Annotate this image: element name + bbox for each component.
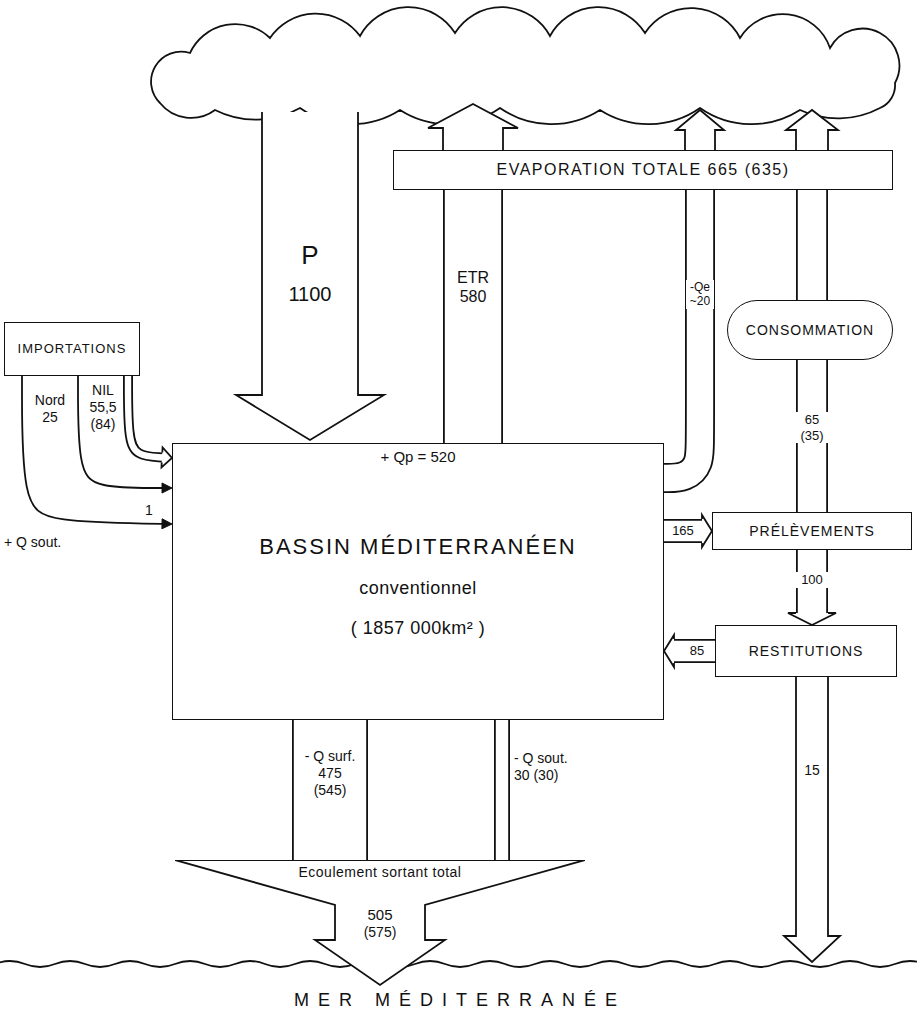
flow-arrow xyxy=(473,190,474,443)
arrow-wall xyxy=(664,519,703,543)
flow-arrow xyxy=(664,190,700,478)
flux-value: 1100 xyxy=(275,282,345,306)
arrow-wall xyxy=(128,376,163,458)
flow-value: NIL 55,5 (84) xyxy=(84,382,122,432)
box-label: CONSOMMATION xyxy=(746,322,874,339)
arrow-wall xyxy=(664,190,700,478)
arrow-wall xyxy=(673,639,715,663)
funnel-outline xyxy=(175,860,585,985)
flux-value: 15 xyxy=(797,762,827,779)
arrow-head xyxy=(162,519,172,529)
cloud-group xyxy=(151,7,899,124)
arrow-channel xyxy=(128,376,163,458)
flow-arrow xyxy=(502,720,503,860)
box-label: conventionnel xyxy=(359,578,477,600)
arrow-wall xyxy=(796,190,828,300)
arrow-channel xyxy=(664,190,700,478)
box-label: IMPORTATIONS xyxy=(18,341,127,357)
flow-arrow xyxy=(128,376,172,467)
returns-box: RESTITUTIONS xyxy=(715,625,897,677)
flow-value: ETR 580 xyxy=(448,268,498,306)
flow-value: 100 xyxy=(796,572,828,588)
box-label: RESTITUTIONS xyxy=(749,643,864,660)
evaporation-arrow xyxy=(676,110,724,150)
flow-value: 165 xyxy=(665,523,701,539)
arrow-head xyxy=(788,613,836,625)
discharge-arrow xyxy=(784,677,840,962)
flow-value: - Q sout. 30 (30) xyxy=(514,750,574,784)
consumption-box: CONSOMMATION xyxy=(727,300,893,360)
flow-arrow xyxy=(788,550,836,625)
precipitation-arrow xyxy=(236,112,384,440)
arrow-wall xyxy=(292,720,368,860)
outflow-funnel: Ecoulement sortant total 505(575) xyxy=(175,860,585,990)
arrow-wall xyxy=(796,550,828,614)
box-label: EVAPORATION TOTALE 665 (635) xyxy=(496,160,789,179)
arrow-channel xyxy=(445,190,501,443)
arrow-head xyxy=(162,448,173,468)
imports-box: IMPORTATIONS xyxy=(4,322,140,376)
arrow-channel xyxy=(664,521,703,541)
flow-value: - Q surf. 475 (545) xyxy=(302,748,358,798)
flow-arrow xyxy=(664,635,715,667)
box-label: Ecoulement sortant total xyxy=(175,864,585,881)
cloud xyxy=(151,7,899,124)
flux-label: + Q sout. xyxy=(4,534,114,551)
flow-value: 65 (35) xyxy=(796,412,828,443)
basin-box: + Qp = 520BASSIN MÉDITERRANÉEN convention… xyxy=(172,443,664,720)
arrow-wall xyxy=(796,360,828,512)
arrow-channel xyxy=(496,720,508,860)
sea-name: MER MÉDITERRANÉE xyxy=(60,990,860,1012)
box-label: BASSIN MÉDITERRANÉEN xyxy=(259,534,577,560)
evaporation-arrow xyxy=(786,110,838,150)
box-label: PRÉLÈVEMENTS xyxy=(749,523,875,540)
flux-symbol: P xyxy=(285,240,335,271)
sea-surface xyxy=(0,961,917,967)
flow-value: Nord 25 xyxy=(28,392,72,426)
evaporation-arrow xyxy=(428,104,518,150)
box-label: + Qp = 520 xyxy=(173,448,663,466)
arrow-head xyxy=(702,515,712,547)
box-label: 505 xyxy=(175,906,585,924)
arrow-line xyxy=(22,376,162,524)
flow-arrow xyxy=(664,515,712,547)
arrow-wall xyxy=(494,720,510,860)
arrow-head xyxy=(162,483,172,493)
box-label: ( 1857 000km² ) xyxy=(351,618,486,640)
arrow-channel xyxy=(673,641,715,661)
flow-arrow xyxy=(812,190,813,300)
flow-value: 1 xyxy=(140,502,158,519)
flow-arrow xyxy=(78,376,172,493)
flow-arrow xyxy=(22,376,172,529)
evaporation-box: EVAPORATION TOTALE 665 (635) xyxy=(393,150,893,190)
flow-value: -Qe ~20 xyxy=(686,280,714,309)
arrow-channel xyxy=(294,720,366,860)
arrow-line xyxy=(78,376,162,488)
arrow-channel xyxy=(798,190,826,300)
withdrawals-box: PRÉLÈVEMENTS xyxy=(712,512,912,550)
box-label: (575) xyxy=(175,924,585,941)
arrow-head xyxy=(664,635,674,667)
arrow-wall xyxy=(443,190,503,443)
flow-value: 85 xyxy=(683,643,711,659)
